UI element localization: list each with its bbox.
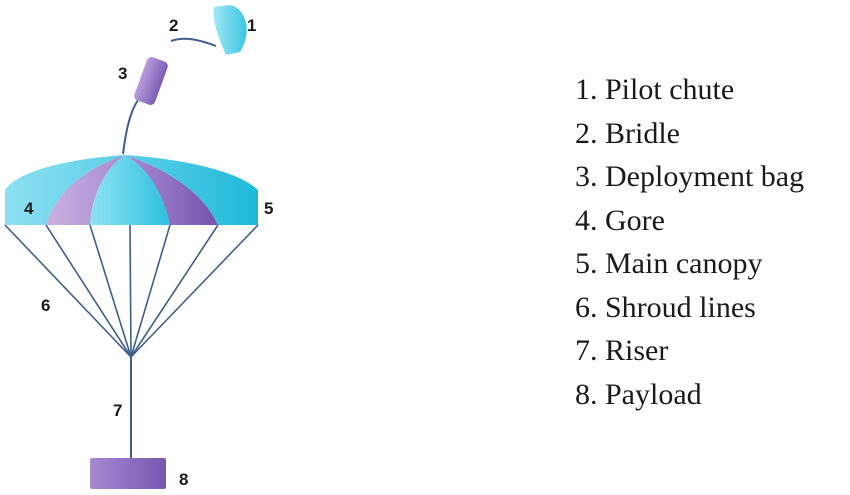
gore-purple-right	[125, 155, 218, 225]
label-shroud-lines: 6	[41, 296, 50, 315]
gore-center	[90, 155, 170, 225]
main-canopy	[5, 155, 258, 225]
payload-box	[90, 458, 166, 489]
legend-item-shroud-lines: 6. Shroud lines	[575, 290, 756, 324]
label-pilot-chute: 1	[247, 16, 256, 35]
legend-item-deployment-bag: 3. Deployment bag	[575, 160, 805, 193]
legend-item-pilot-chute: 1. Pilot chute	[575, 73, 735, 106]
legend-item-bridle: 2. Bridle	[575, 116, 680, 150]
label-deployment-bag: 3	[118, 64, 127, 83]
label-bridle: 2	[169, 16, 178, 35]
deployment-bag	[134, 57, 168, 105]
gore-purple-left	[46, 155, 125, 225]
gore-outer-left	[5, 155, 125, 225]
bridle-line	[170, 37, 217, 47]
legend-item-payload: 8. Payload	[575, 377, 702, 411]
label-payload: 8	[179, 470, 188, 489]
label-main-canopy: 5	[264, 199, 273, 218]
legend-item-gore: 4. Gore	[575, 203, 665, 237]
label-gore: 4	[24, 199, 34, 218]
legend-item-riser: 7. Riser	[575, 334, 669, 367]
shroud-lines	[4, 224, 259, 358]
bag-connector-line	[122, 99, 139, 155]
label-riser: 7	[113, 401, 122, 420]
legend: 1. Pilot chute 2. Bridle 3. Deployment b…	[575, 68, 804, 416]
legend-item-main-canopy: 5. Main canopy	[575, 247, 763, 280]
pilot-chute	[213, 5, 247, 55]
gore-outer-right	[125, 155, 258, 225]
